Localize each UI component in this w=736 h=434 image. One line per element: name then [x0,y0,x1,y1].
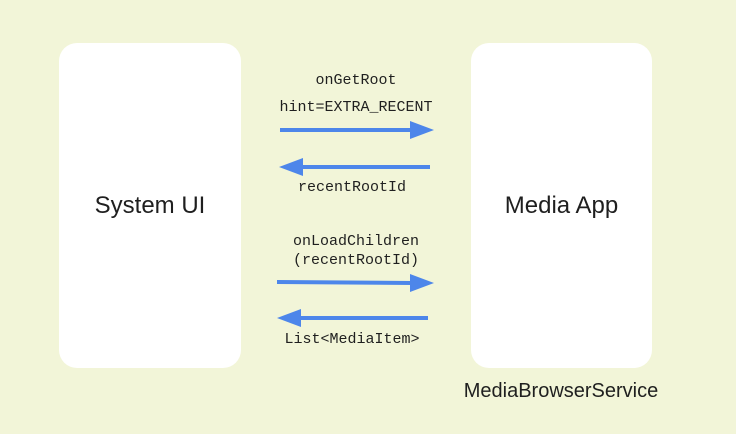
arrow-on-load-children [276,274,434,292]
media-app-label: Media App [504,191,619,219]
on-load-children-arg-label: (recentRootId) [292,252,420,269]
system-ui-label: System UI [94,191,206,219]
arrow-on-get-root [280,121,434,139]
media-app-node: Media App [471,43,652,368]
arrow-recent-root-id [279,158,430,176]
on-get-root-label: onGetRoot [315,72,397,89]
media-item-list-label: List<MediaItem> [284,331,420,348]
recent-root-id-label: recentRootId [297,179,407,196]
media-browser-service-label: MediaBrowserService [463,380,659,402]
on-load-children-label: onLoadChildren [292,233,420,250]
arrow-media-item-list [277,309,428,327]
system-ui-node: System UI [59,43,241,368]
hint-label: hint=EXTRA_RECENT [279,99,433,116]
